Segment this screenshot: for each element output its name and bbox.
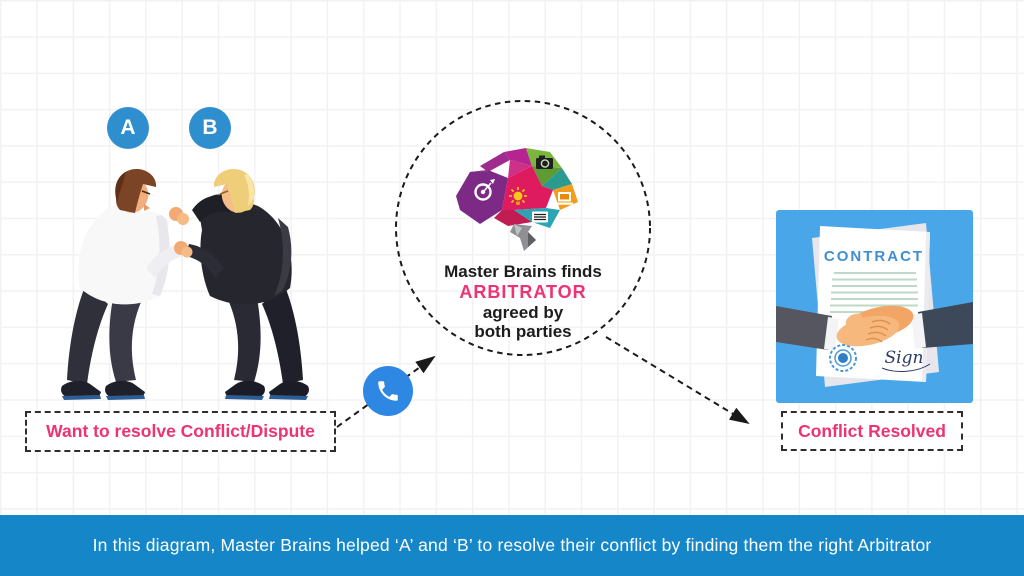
party-b-label: B bbox=[202, 116, 218, 139]
arbitrator-label: ARBITRATOR bbox=[459, 281, 587, 302]
master-brains-brain-illustration bbox=[456, 148, 578, 251]
seal-stamp bbox=[829, 344, 857, 372]
party-a-badge: A bbox=[107, 107, 149, 149]
caption-line-1: Master Brains finds bbox=[444, 262, 602, 281]
party-a-label: A bbox=[120, 116, 136, 139]
summary-text: In this diagram, Master Brains helped ‘A… bbox=[92, 535, 932, 555]
contract-title: CONTRACT bbox=[824, 248, 924, 265]
master-brains-caption: Master Brains finds ARBITRATOR agreed by… bbox=[403, 262, 643, 342]
resolved-caption-box: Conflict Resolved bbox=[781, 411, 963, 451]
lightbulb-icon bbox=[509, 187, 527, 205]
target-icon bbox=[474, 179, 495, 201]
man-b-figure bbox=[185, 168, 309, 400]
phone-bubble bbox=[363, 366, 413, 416]
fighting-men-illustration bbox=[61, 168, 309, 400]
contract-illustration: CONTRACT Sign bbox=[776, 210, 973, 403]
summary-banner: In this diagram, Master Brains helped ‘A… bbox=[0, 515, 1024, 576]
arrow-dispute-to-brain bbox=[336, 355, 436, 428]
phone-icon bbox=[378, 381, 398, 401]
signature-text: Sign bbox=[885, 348, 924, 368]
resolved-caption: Conflict Resolved bbox=[798, 420, 946, 441]
contract-text-lines bbox=[830, 272, 918, 313]
arrow-brain-to-resolved bbox=[605, 336, 750, 425]
signature: Sign bbox=[881, 348, 931, 372]
dispute-caption: Want to resolve Conflict/Dispute bbox=[46, 421, 315, 441]
party-b-badge: B bbox=[189, 107, 231, 149]
clasped-hands bbox=[169, 207, 193, 258]
laptop-icon bbox=[556, 192, 573, 205]
man-a-figure bbox=[61, 168, 185, 400]
caption-line-3: agreed by bbox=[482, 302, 564, 322]
master-brains-dashed-circle bbox=[395, 100, 651, 356]
camera-icon bbox=[536, 155, 553, 169]
connector-lines bbox=[336, 100, 750, 428]
handshake bbox=[776, 302, 973, 351]
caption-line-4: both parties bbox=[474, 322, 572, 341]
documents-icon bbox=[532, 211, 548, 223]
dispute-caption-box: Want to resolve Conflict/Dispute bbox=[25, 411, 336, 452]
